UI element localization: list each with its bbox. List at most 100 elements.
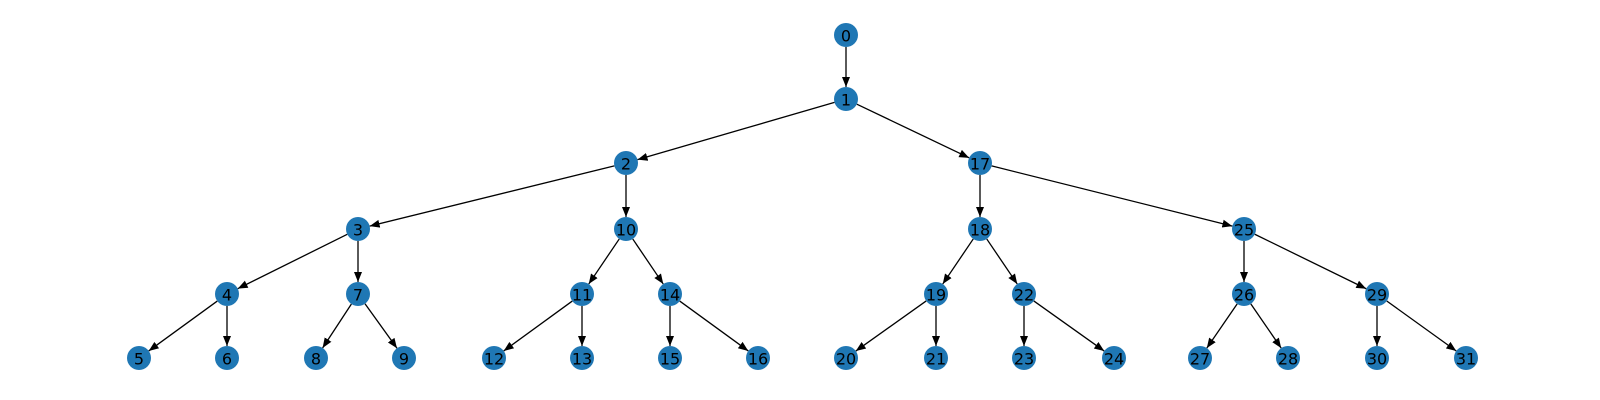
node-label: 6 bbox=[222, 350, 232, 369]
node-1: 1 bbox=[834, 87, 858, 111]
node-5: 5 bbox=[127, 346, 151, 370]
edge-18-19 bbox=[942, 238, 974, 285]
edge-29-31 bbox=[1386, 300, 1457, 352]
node-label: 9 bbox=[399, 350, 409, 369]
edge-1-17 bbox=[856, 103, 970, 159]
node-label: 31 bbox=[1456, 350, 1476, 369]
node-19: 19 bbox=[924, 282, 948, 306]
node-circle bbox=[1102, 346, 1126, 370]
node-18: 18 bbox=[968, 217, 992, 241]
node-22: 22 bbox=[1012, 282, 1036, 306]
node-10: 10 bbox=[614, 217, 638, 241]
node-25: 25 bbox=[1232, 217, 1256, 241]
node-label: 28 bbox=[1278, 350, 1298, 369]
node-circle bbox=[614, 151, 638, 175]
edge-26-27 bbox=[1206, 303, 1238, 349]
edge-4-5 bbox=[148, 300, 218, 352]
node-31: 31 bbox=[1454, 346, 1478, 370]
node-circle bbox=[658, 282, 682, 306]
node-label: 14 bbox=[660, 286, 680, 305]
node-label: 30 bbox=[1367, 350, 1387, 369]
node-label: 7 bbox=[353, 286, 363, 305]
node-label: 8 bbox=[311, 350, 321, 369]
node-circle bbox=[834, 87, 858, 111]
node-label: 12 bbox=[484, 350, 504, 369]
node-label: 16 bbox=[748, 350, 768, 369]
edge-25-29 bbox=[1254, 233, 1367, 290]
node-label: 22 bbox=[1014, 286, 1034, 305]
node-label: 15 bbox=[660, 350, 680, 369]
node-27: 27 bbox=[1188, 346, 1212, 370]
node-14: 14 bbox=[658, 282, 682, 306]
node-circle bbox=[658, 346, 682, 370]
node-label: 26 bbox=[1234, 286, 1254, 305]
edge-10-14 bbox=[632, 238, 664, 285]
node-label: 21 bbox=[926, 350, 946, 369]
edge-22-24 bbox=[1033, 300, 1105, 352]
node-label: 4 bbox=[222, 286, 232, 305]
node-circle bbox=[392, 346, 416, 370]
node-16: 16 bbox=[746, 346, 770, 370]
node-label: 24 bbox=[1104, 350, 1124, 369]
node-circle bbox=[127, 346, 151, 370]
node-label: 25 bbox=[1234, 221, 1254, 240]
node-label: 0 bbox=[841, 27, 851, 46]
node-circle bbox=[1365, 346, 1389, 370]
node-circle bbox=[1232, 217, 1256, 241]
node-circle bbox=[304, 346, 328, 370]
node-20: 20 bbox=[834, 346, 858, 370]
node-13: 13 bbox=[570, 346, 594, 370]
node-circle bbox=[1188, 346, 1212, 370]
node-11: 11 bbox=[570, 282, 594, 306]
node-label: 10 bbox=[616, 221, 636, 240]
node-circle bbox=[482, 346, 506, 370]
node-circle bbox=[1276, 346, 1300, 370]
node-2: 2 bbox=[614, 151, 638, 175]
node-label: 23 bbox=[1014, 350, 1034, 369]
edge-11-12 bbox=[503, 300, 573, 352]
edge-1-2 bbox=[637, 101, 835, 161]
node-label: 20 bbox=[836, 350, 856, 369]
node-28: 28 bbox=[1276, 346, 1300, 370]
edge-7-8 bbox=[322, 303, 352, 349]
node-circle bbox=[215, 282, 239, 306]
edge-18-22 bbox=[986, 238, 1018, 285]
edge-7-9 bbox=[364, 303, 398, 349]
node-label: 29 bbox=[1367, 286, 1387, 305]
node-29: 29 bbox=[1365, 282, 1389, 306]
edge-3-4 bbox=[237, 233, 348, 290]
node-0: 0 bbox=[834, 23, 858, 47]
node-6: 6 bbox=[215, 346, 239, 370]
edge-10-11 bbox=[588, 238, 620, 285]
node-label: 1 bbox=[841, 91, 851, 110]
node-circle bbox=[924, 282, 948, 306]
node-circle bbox=[924, 346, 948, 370]
edge-19-20 bbox=[855, 300, 927, 352]
node-15: 15 bbox=[658, 346, 682, 370]
node-label: 18 bbox=[970, 221, 990, 240]
edge-26-28 bbox=[1250, 303, 1282, 349]
node-circle bbox=[968, 151, 992, 175]
node-circle bbox=[746, 346, 770, 370]
node-circle bbox=[968, 217, 992, 241]
node-label: 17 bbox=[970, 155, 990, 174]
node-circle bbox=[1232, 282, 1256, 306]
node-label: 3 bbox=[353, 221, 363, 240]
node-circle bbox=[215, 346, 239, 370]
node-circle bbox=[570, 346, 594, 370]
edge-17-25 bbox=[991, 165, 1233, 228]
node-8: 8 bbox=[304, 346, 328, 370]
node-label: 5 bbox=[134, 350, 144, 369]
node-circle bbox=[570, 282, 594, 306]
node-23: 23 bbox=[1012, 346, 1036, 370]
node-9: 9 bbox=[392, 346, 416, 370]
node-17: 17 bbox=[968, 151, 992, 175]
node-label: 13 bbox=[572, 350, 592, 369]
node-label: 11 bbox=[572, 286, 592, 305]
node-label: 27 bbox=[1190, 350, 1210, 369]
edge-2-3 bbox=[369, 165, 615, 228]
node-circle bbox=[1454, 346, 1478, 370]
